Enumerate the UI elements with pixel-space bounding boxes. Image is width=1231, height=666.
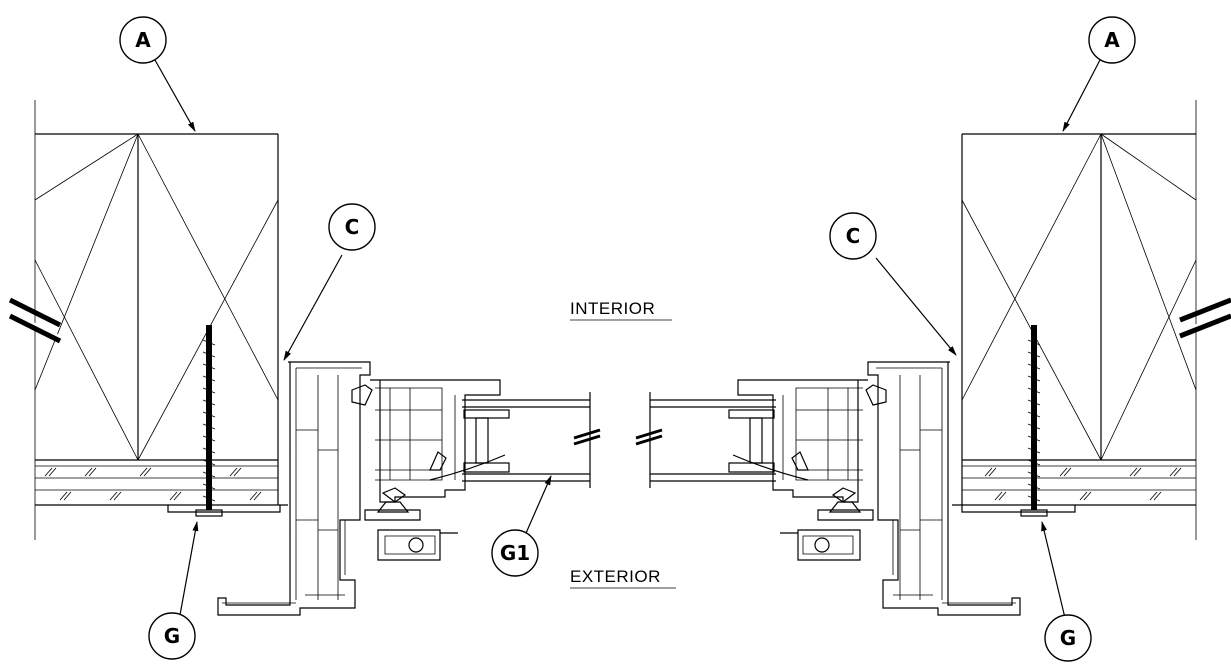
screw-right bbox=[1020, 325, 1048, 517]
glazing-unit-left bbox=[462, 392, 601, 488]
callout-g-right: G bbox=[1044, 614, 1092, 662]
callout-a-left: A bbox=[119, 16, 167, 64]
left-wall-section bbox=[8, 100, 288, 540]
callout-g1-label: G1 bbox=[500, 541, 530, 565]
callout-a-left-label: A bbox=[135, 28, 151, 52]
exterior-label: EXTERIOR bbox=[570, 567, 661, 586]
interior-note: INTERIOR bbox=[570, 299, 672, 321]
callout-c-left: C bbox=[328, 203, 376, 251]
exterior-note: EXTERIOR bbox=[570, 567, 676, 589]
left-window-frame-profile bbox=[217, 361, 506, 616]
callout-c-right: C bbox=[829, 212, 877, 260]
glazing-unit-right bbox=[635, 392, 776, 488]
right-wall-section bbox=[952, 100, 1231, 540]
callout-g-left: G bbox=[148, 612, 196, 660]
leader-lines bbox=[154, 59, 1101, 619]
right-window-frame-profile bbox=[732, 361, 1021, 616]
callout-c-right-label: C bbox=[846, 224, 861, 248]
callout-g-left-label: G bbox=[164, 624, 180, 648]
callout-g-right-label: G bbox=[1060, 626, 1076, 650]
callout-g1: G1 bbox=[491, 529, 539, 577]
screw-left bbox=[195, 325, 223, 517]
interior-label: INTERIOR bbox=[570, 299, 655, 318]
callout-c-left-label: C bbox=[345, 215, 360, 239]
callout-a-right-label: A bbox=[1104, 28, 1120, 52]
callout-a-right: A bbox=[1088, 16, 1136, 64]
